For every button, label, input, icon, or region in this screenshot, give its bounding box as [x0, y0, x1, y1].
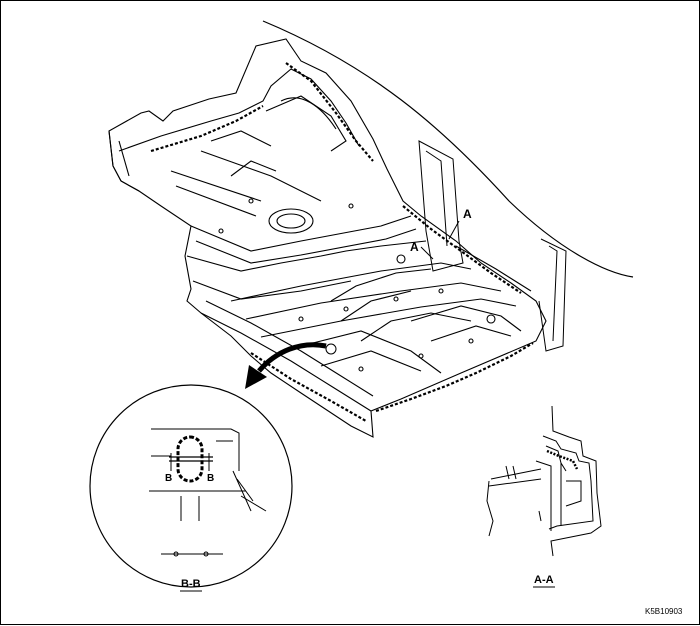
detail-b-label-left: B: [165, 473, 172, 484]
body-side-outline: [262, 20, 634, 278]
section-a-a-sealer: [546, 449, 579, 470]
caption-b-b: B-B: [181, 578, 201, 590]
detail-b-b: [89, 384, 293, 588]
caption-a-a: A-A: [534, 574, 554, 586]
detail-b-label-right: B: [207, 473, 214, 484]
floor-assembly: [108, 38, 547, 438]
detail-callout-marker: [325, 343, 337, 355]
b-pillar: [418, 140, 567, 352]
section-a-markers: [420, 220, 460, 260]
section-a-a: [486, 405, 602, 557]
figure-code: K5B10903: [645, 607, 683, 616]
detail-arrow: [245, 342, 327, 389]
sealer-lines: [150, 62, 534, 422]
section-a-label-lower: A: [410, 240, 419, 254]
section-a-label-upper: A: [463, 207, 472, 221]
